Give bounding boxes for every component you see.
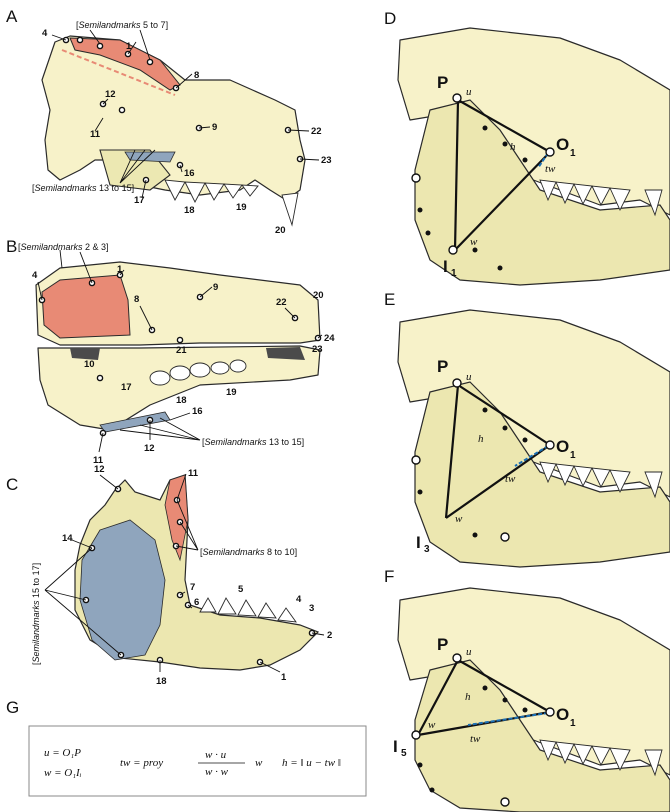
formula-w-mult: w <box>255 757 263 769</box>
panel-letter-f: F <box>384 567 394 586</box>
lmk-label-a-20: 20 <box>275 225 286 236</box>
semilandmark-note-a-top: [Semilandmarks 5 to 7] <box>76 20 168 30</box>
red-region-b <box>42 275 130 338</box>
point-o-d: O <box>556 135 569 154</box>
vec-w-f: w <box>428 719 436 731</box>
semilandmark-note-c-left: [Semilandmarks 15 to 17] <box>31 563 41 665</box>
semilandmark-note-c-right: [Semilandmarks 8 to 10] <box>200 547 297 557</box>
vec-tw-f: tw <box>470 733 481 745</box>
point-o-e: O <box>556 437 569 456</box>
lmk-label-c-11: 11 <box>188 468 199 479</box>
lmk-label-b-10: 10 <box>84 359 95 370</box>
lmk-label-b-20: 20 <box>313 290 324 301</box>
lmk-label-c-18: 18 <box>156 676 167 687</box>
lmk-label-c-1: 1 <box>281 672 287 683</box>
point-p-d: P <box>437 73 448 92</box>
panel-g: G u = O₁P w = O₁Iᵢ tw = proy w · u w · w… <box>6 698 366 796</box>
lmk-label-a-4: 4 <box>42 28 48 39</box>
lmk-label-b-24: 24 <box>324 333 335 344</box>
lmk-label-a-12: 12 <box>105 89 116 100</box>
formula-tw-denominator: w · w <box>205 766 229 778</box>
lmk-label-c-5: 5 <box>238 584 244 595</box>
panel-letter-e: E <box>384 290 395 309</box>
lmk-label-c-7: 7 <box>190 582 195 593</box>
lmk-label-b-19: 19 <box>226 387 237 398</box>
lmk-label-a-17: 17 <box>134 195 145 206</box>
blue-region-a <box>125 152 175 162</box>
vec-u-e: u <box>466 371 472 383</box>
panel-letter-c: C <box>6 475 18 494</box>
lmk-label-b-23: 23 <box>312 344 323 355</box>
vec-u-f: u <box>466 646 472 658</box>
lmk-label-a-8: 8 <box>194 70 199 81</box>
vec-h-e: h <box>478 433 484 445</box>
lmk-label-b-1: 1 <box>117 264 123 275</box>
lmk-label-a-1: 1 <box>126 41 132 52</box>
lmk-label-a-19: 19 <box>236 202 247 213</box>
point-i-e: I <box>416 533 421 552</box>
vec-w-d: w <box>470 236 478 248</box>
panel-letter-d: D <box>384 9 396 28</box>
panel-letter-a: A <box>6 7 18 26</box>
panel-d: D P O 1 I 1 u h tw w <box>384 9 670 285</box>
panel-letter-b: B <box>6 237 17 256</box>
lmk-label-a-18: 18 <box>184 205 195 216</box>
lmk-label-b-8: 8 <box>134 294 139 305</box>
point-i-sub-f: 5 <box>401 748 407 759</box>
vec-u-d: u <box>466 86 472 98</box>
semilandmark-note-b-bottom: [Semilandmarks 13 to 15] <box>202 437 304 447</box>
panel-letter-g: G <box>6 698 19 717</box>
lmk-label-c-4: 4 <box>296 594 302 605</box>
panel-a: A 4 1 8 12 11 9 16 17 18 19 20 <box>6 7 332 236</box>
point-o-sub-e: 1 <box>570 450 576 461</box>
point-p-e: P <box>437 357 448 376</box>
lmk-label-c-14: 14 <box>62 533 73 544</box>
vec-h-d: h <box>510 141 516 153</box>
formula-w-def: w = O₁Iᵢ <box>44 767 82 779</box>
panel-e: E P O 1 I 3 u h tw w <box>384 290 670 567</box>
semilandmark-note-a-bottom: [Semilandmarks 13 to 15] <box>32 183 134 193</box>
point-p-f: P <box>437 635 448 654</box>
panel-b: B 4 1 8 9 22 20 24 23 21 10 17 18 19 16 <box>6 237 335 466</box>
vec-w-e: w <box>455 513 463 525</box>
lmk-label-c-12: 12 <box>94 464 105 475</box>
point-i-sub-d: 1 <box>451 268 457 279</box>
formula-h-def: h = ‖ u − tw ‖ <box>282 757 341 769</box>
formula-u-def: u = O₁P <box>44 747 81 759</box>
lmk-label-b-22: 22 <box>276 297 287 308</box>
lmk-label-b-18: 18 <box>176 395 187 406</box>
lmk-label-b-4: 4 <box>32 270 38 281</box>
lmk-label-b-16: 16 <box>192 406 203 417</box>
point-o-sub-f: 1 <box>570 718 576 729</box>
panel-f: F P O 1 I 5 u h tw w <box>384 567 670 812</box>
vec-h-f: h <box>465 691 471 703</box>
skull-lateral-a <box>42 36 305 200</box>
panel-c: C 12 11 14 7 6 5 4 3 2 1 18 [Semilandmar… <box>6 464 332 687</box>
lmk-label-a-22: 22 <box>311 126 322 137</box>
vec-tw-d: tw <box>545 163 556 175</box>
lmk-label-a-9: 9 <box>212 122 217 133</box>
semilandmark-note-b-top: [Semilandmarks 2 & 3] <box>18 242 109 252</box>
point-i-d: I <box>443 257 448 276</box>
vec-tw-e: tw <box>505 473 516 485</box>
formula-tw-numerator: w · u <box>205 749 227 761</box>
lmk-label-b-17: 17 <box>121 382 132 393</box>
point-i-sub-e: 3 <box>424 544 430 555</box>
lmk-label-b-21: 21 <box>176 345 187 356</box>
lmk-label-a-16: 16 <box>184 168 195 179</box>
lmk-label-b-9: 9 <box>213 282 218 293</box>
formula-tw-def: tw = proy <box>120 757 163 769</box>
lmk-label-c-6: 6 <box>194 597 199 608</box>
lmk-label-c-2: 2 <box>327 630 332 641</box>
dark-region-b <box>266 347 305 360</box>
lmk-label-b-12: 12 <box>144 443 155 454</box>
point-o-sub-d: 1 <box>570 148 576 159</box>
lmk-label-c-3: 3 <box>309 603 314 614</box>
point-i-f: I <box>393 737 398 756</box>
lmk-label-a-23: 23 <box>321 155 332 166</box>
point-o-f: O <box>556 705 569 724</box>
